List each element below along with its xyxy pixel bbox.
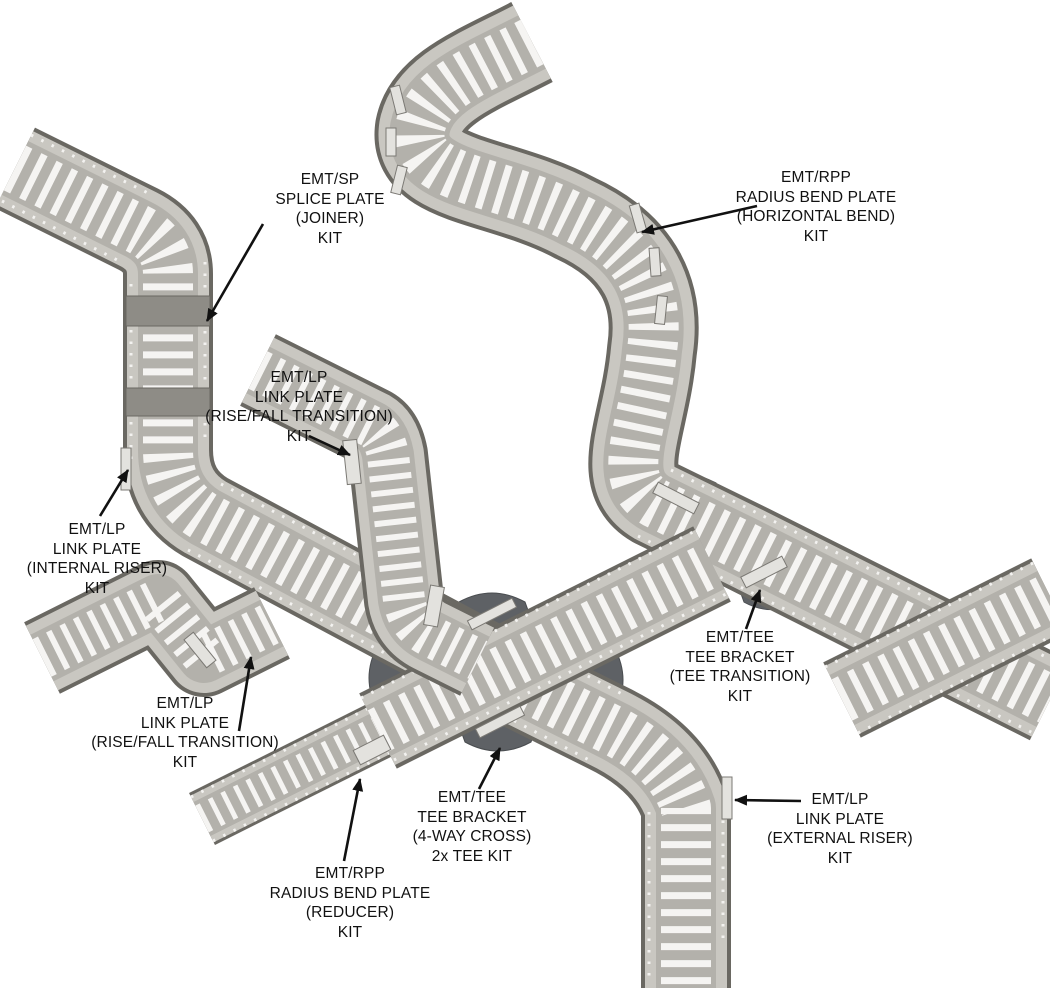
- link-plate: [423, 584, 445, 628]
- splice-plate-band: [125, 295, 211, 327]
- rail-perforations: [637, 534, 1034, 735]
- rail-perforations: [670, 468, 1050, 661]
- tee-bracket-plate: [740, 555, 788, 589]
- callout-label-link-plate-rise-fall-lower: EMT/LP LINK PLATE (RISE/FALL TRANSITION)…: [91, 695, 279, 771]
- callout-arrow-tee-bracket-transition: [744, 589, 762, 630]
- tray-rung-layer: [394, 19, 1050, 723]
- tray-rung-layer: [32, 579, 282, 678]
- cross-bracket-plate: [474, 705, 526, 739]
- main-run-internal-to-external-riser: [0, 127, 731, 988]
- cross-run-sw-ne: [189, 526, 731, 845]
- tray-rung-layer: [195, 713, 393, 833]
- rail-perforations: [857, 635, 1050, 735]
- callout-label-radius-bend-reducer: EMT/RPP RADIUS BEND PLATE (REDUCER) KIT: [269, 865, 431, 941]
- bend-plate: [648, 247, 662, 277]
- left-rise-fall-assembly: [24, 560, 290, 697]
- tray-rung-layer: [831, 575, 1050, 721]
- callout-arrow-splice-plate-joiner: [205, 223, 265, 322]
- callout-arrow-link-plate-rise-fall-upper: [308, 434, 351, 457]
- reducer-arm-narrow: [189, 701, 399, 845]
- bend-plate: [390, 164, 408, 196]
- callout-arrow-link-plate-external-riser: [734, 794, 802, 806]
- callout-label-tee-bracket-4way-cross: EMT/TEE TEE BRACKET (4-WAY CROSS) 2x TEE…: [412, 789, 532, 865]
- callout-arrow-radius-bend-reducer: [342, 778, 364, 862]
- callout-label-splice-plate-joiner: EMT/SP SPLICE PLATE (JOINER) KIT: [275, 171, 385, 247]
- callout-label-tee-bracket-transition: EMT/TEE TEE BRACKET (TEE TRANSITION) KIT: [669, 629, 811, 705]
- internal-riser-link-plate: [120, 447, 132, 491]
- callout-label-link-plate-internal-riser: EMT/LP LINK PLATE (INTERNAL RISER) KIT: [26, 521, 168, 597]
- bend-plate: [385, 127, 397, 157]
- tray-bed-layer: [246, 346, 490, 684]
- tray-rung-layer: [3, 145, 711, 988]
- s-bend-run: [374, 1, 1050, 741]
- rail-perforations: [360, 529, 696, 700]
- tee-bracket-plate: [652, 481, 700, 515]
- cross-bracket-plate: [466, 597, 518, 631]
- link-plates-overlay: [120, 447, 788, 820]
- callout-arrow-link-plate-internal-riser: [98, 469, 130, 517]
- link-plate: [183, 631, 217, 669]
- tray-rung-layer: [367, 543, 723, 752]
- rail-perforations: [824, 561, 1034, 669]
- cross-arm-wide: [359, 526, 731, 769]
- callout-arrows: [98, 204, 802, 862]
- bend-plate: [389, 84, 407, 116]
- radius-bend-plates: [385, 84, 668, 325]
- bend-plate: [654, 295, 668, 325]
- callout-label-radius-bend-horizontal: EMT/RPP RADIUS BEND PLATE (HORIZONTAL BE…: [735, 169, 897, 245]
- splice-plate-band: [125, 387, 211, 417]
- branch-rise-fall-run: [240, 334, 496, 696]
- rail-perforations: [393, 591, 729, 762]
- right-parallel-run: [823, 558, 1050, 738]
- callout-label-link-plate-rise-fall-upper: EMT/LP LINK PLATE (RISE/FALL TRANSITION)…: [205, 369, 393, 445]
- callout-arrow-link-plate-rise-fall-lower: [237, 656, 255, 732]
- callout-arrow-tee-bracket-4way-cross: [477, 747, 502, 790]
- callout-label-link-plate-external-riser: EMT/LP LINK PLATE (EXTERNAL RISER) KIT: [767, 791, 913, 867]
- callout-arrow-radius-bend-horizontal: [641, 204, 758, 235]
- reducer-bend-plate: [352, 734, 392, 766]
- external-riser-link-plate: [721, 776, 733, 820]
